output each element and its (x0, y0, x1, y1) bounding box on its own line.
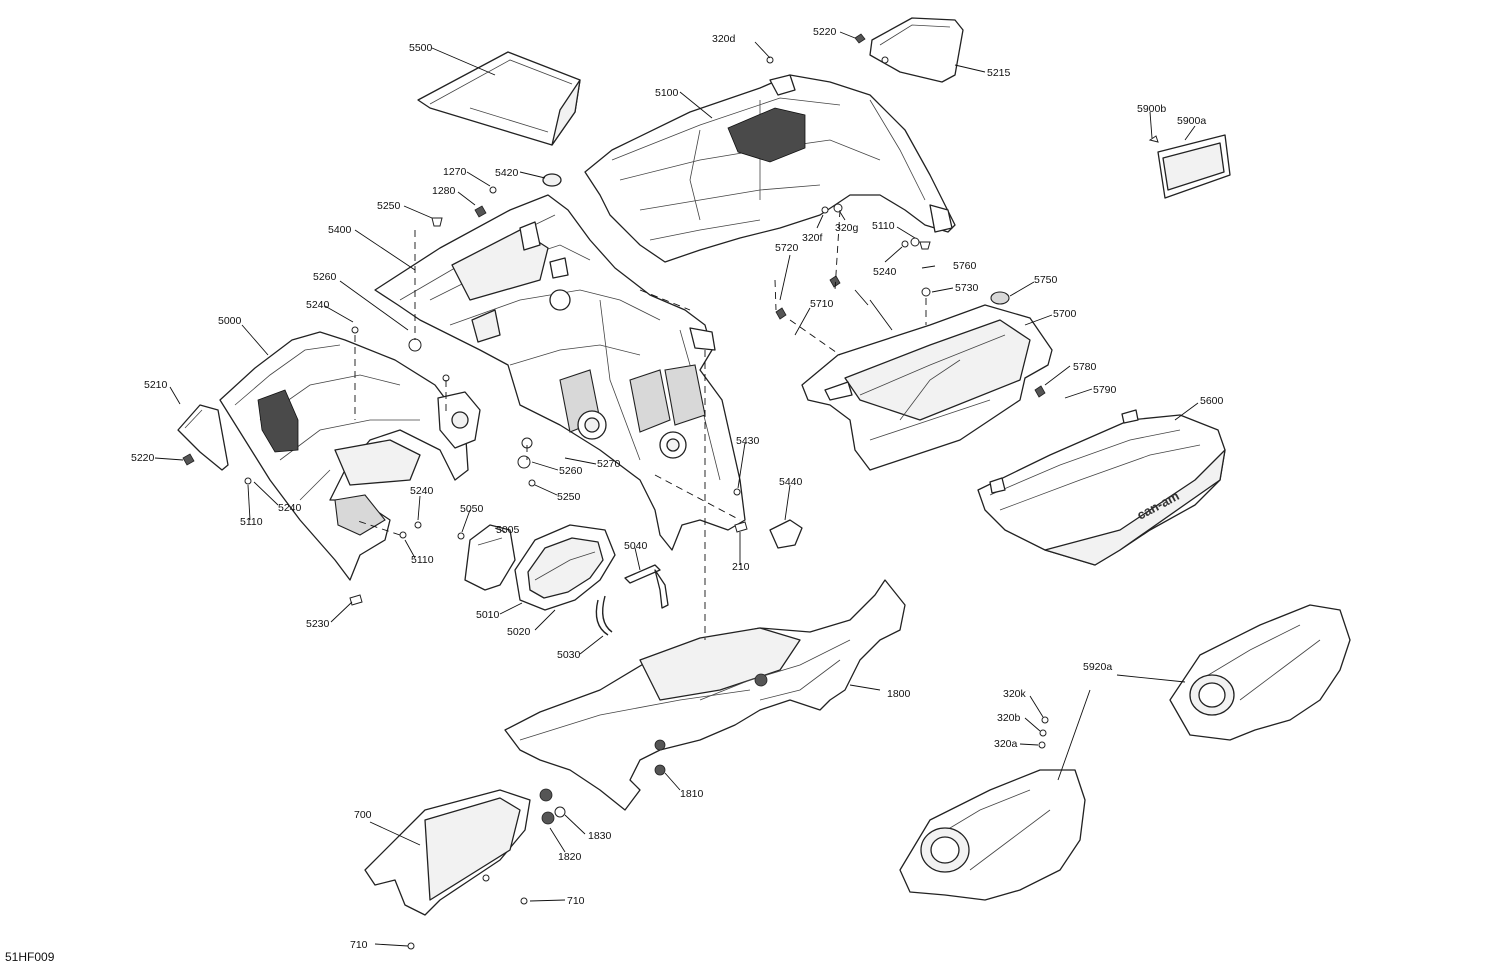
part-5400-main-frame[interactable] (374, 194, 746, 551)
callout: 1820 (558, 851, 582, 863)
callout: 320a (994, 738, 1018, 750)
leader-lines (154, 31, 1199, 947)
callout: 5900a (1177, 115, 1206, 127)
assembly-dashed-lines (354, 209, 927, 640)
callout: 5730 (955, 282, 979, 294)
part-5215-side-panel[interactable] (869, 17, 964, 83)
callout: 5110 (240, 516, 263, 528)
callout: 5250 (377, 200, 401, 212)
callout: 5230 (306, 618, 330, 630)
callout: 210 (732, 561, 750, 573)
callout: 5110 (872, 220, 895, 232)
callout: 5210 (144, 379, 168, 391)
part-1800-lower-tray[interactable] (504, 579, 906, 811)
part-5500-panel[interactable] (417, 51, 581, 146)
callout-labels: 5500 320d 5220 5215 5100 5900b 5900a 127… (131, 26, 1224, 951)
part-5900a-reflector[interactable] (1148, 134, 1231, 199)
callout: 5240 (278, 502, 302, 514)
callout: 1270 (443, 166, 467, 178)
callout: 320k (1003, 688, 1027, 700)
callout: 5020 (507, 626, 531, 638)
callout: 320b (997, 712, 1021, 724)
callout: 5110 (411, 554, 434, 566)
callout: 5780 (1073, 361, 1097, 373)
part-5440-cover[interactable] (769, 519, 803, 549)
callout: 5040 (624, 540, 648, 552)
callout: 5030 (557, 649, 581, 661)
callout: 5270 (597, 458, 621, 470)
callout: 5720 (775, 242, 799, 254)
callout: 5900b (1137, 103, 1166, 115)
part-5010-gauge-housing[interactable] (514, 524, 616, 611)
part-5040-trim-strip[interactable] (624, 564, 669, 609)
part-700-mud-guard[interactable] (364, 789, 531, 916)
callout: 5790 (1093, 384, 1117, 396)
callout: 5215 (987, 67, 1011, 79)
part-5920a-muffler-cover-bottom[interactable] (899, 769, 1086, 901)
callout: 5260 (559, 465, 583, 477)
callout: 5050 (460, 503, 484, 515)
callout: 5600 (1200, 395, 1224, 407)
callout: 5240 (873, 266, 897, 278)
callout: 5440 (779, 476, 803, 488)
callout: 1280 (432, 185, 456, 197)
callout: 5220 (813, 26, 837, 38)
part-5210-side-panel[interactable] (177, 404, 229, 471)
callout: 5710 (810, 298, 834, 310)
callout: 5010 (476, 609, 500, 621)
diagram-reference: 51HF009 (5, 950, 55, 964)
callout: 1800 (887, 688, 911, 700)
callout: 1830 (588, 830, 612, 842)
callout: 710 (350, 939, 368, 951)
part-5030-trim-strip[interactable] (595, 595, 613, 636)
callout: 5260 (313, 271, 337, 283)
callout: 5430 (736, 435, 760, 447)
hardware-fasteners (182, 33, 1049, 950)
callout: 5700 (1053, 308, 1077, 320)
callout: 5000 (218, 315, 242, 327)
callout: 320g (835, 222, 859, 234)
part-5005-bracket[interactable] (464, 524, 516, 591)
part-5000-left-fender[interactable] (219, 331, 481, 581)
part-5600-rear-panel[interactable]: can-am (977, 409, 1226, 566)
callout: 5760 (953, 260, 977, 272)
callout: 5240 (410, 485, 434, 497)
callout: 1810 (680, 788, 704, 800)
callout: 5500 (409, 42, 433, 54)
callout: 5220 (131, 452, 155, 464)
callout: 5240 (306, 299, 330, 311)
callout: 5005 (496, 524, 520, 536)
callout: 5100 (655, 87, 679, 99)
callout: 5420 (495, 167, 519, 179)
callout: 320f (802, 232, 823, 244)
callout: 5920a (1083, 661, 1112, 673)
part-5920a-muffler-cover-top[interactable] (1169, 604, 1351, 741)
callout: 700 (354, 809, 372, 821)
callout: 710 (567, 895, 585, 907)
part-5100-upper-fender[interactable] (584, 74, 956, 263)
callout: 5400 (328, 224, 352, 236)
callout: 5250 (557, 491, 581, 503)
callout: 5750 (1034, 274, 1058, 286)
callout: 320d (712, 33, 736, 45)
part-5700-storage-bin[interactable] (801, 304, 1053, 471)
